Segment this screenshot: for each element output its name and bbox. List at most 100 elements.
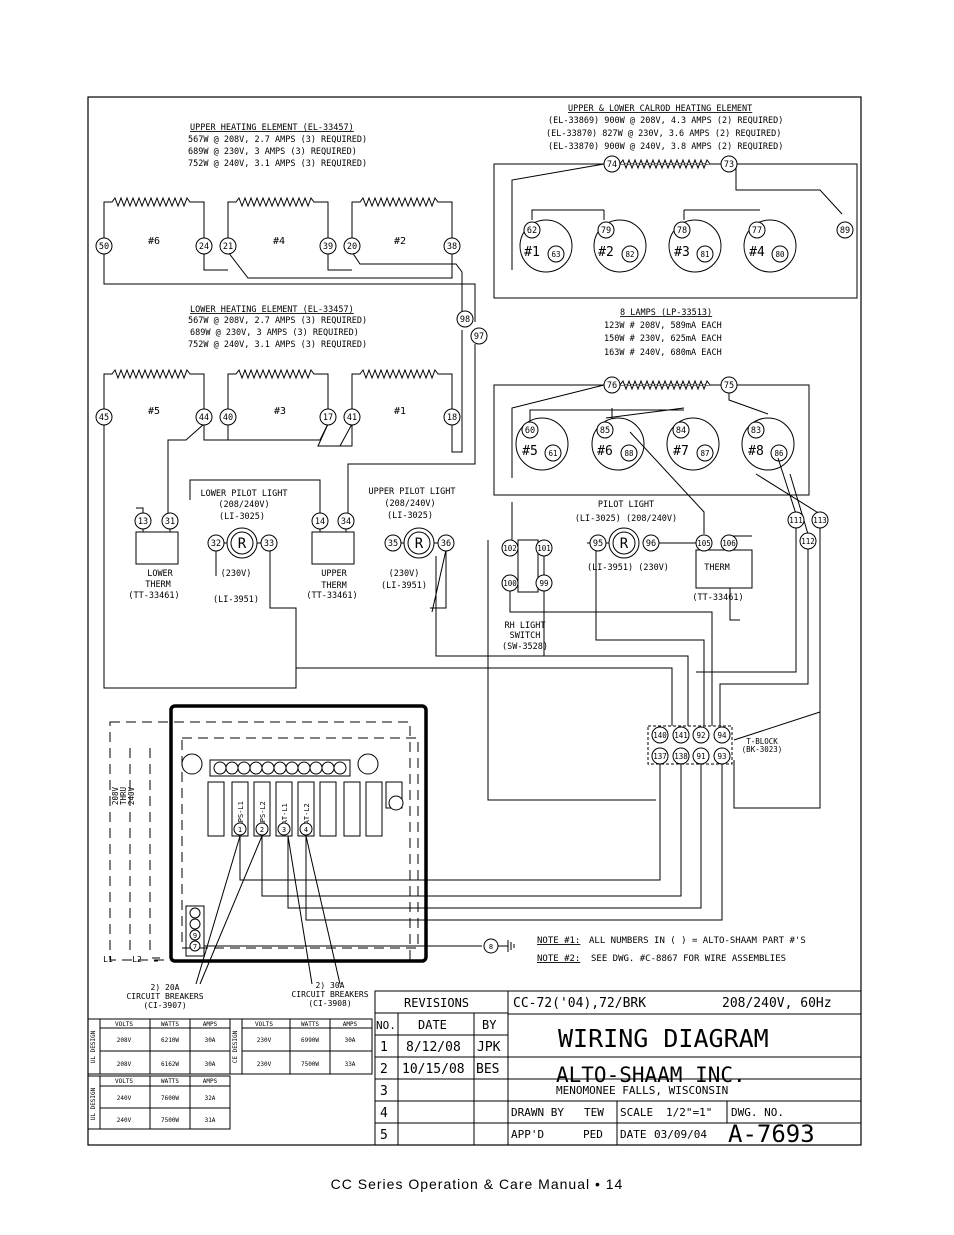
pilot-part: (LI-3951) bbox=[213, 595, 259, 605]
revisions-label: REVISIONS bbox=[404, 996, 469, 1010]
lamps-line: 150W # 230V, 625mA EACH bbox=[604, 334, 722, 344]
calrod-socket: 78 81 #3 bbox=[668, 219, 722, 273]
dwg-label: DWG. NO. bbox=[731, 1106, 784, 1119]
calrod-wiring bbox=[493, 158, 858, 299]
pilot-title: LOWER PILOT LIGHT bbox=[201, 489, 288, 499]
breaker-label: LAMPS-L2 bbox=[259, 801, 267, 835]
breaker-num: 2 bbox=[260, 826, 264, 834]
terminal: 101 bbox=[537, 544, 551, 553]
therm-part: (TT-33461) bbox=[692, 593, 743, 603]
socket-label: #4 bbox=[749, 245, 765, 260]
terminal: 60 bbox=[525, 426, 535, 436]
table-head: VOLTS bbox=[255, 1021, 273, 1028]
table-cell: 6162W bbox=[161, 1061, 179, 1068]
element-label: #4 bbox=[273, 236, 285, 247]
table-cell: 7500W bbox=[301, 1061, 319, 1068]
upper-heat-line: 752W @ 240V, 3.1 AMPS (3) REQUIRED) bbox=[188, 159, 367, 169]
dwg-number: A-7693 bbox=[728, 1120, 815, 1148]
terminal: 50 bbox=[99, 242, 109, 252]
therm-label: THERM bbox=[704, 563, 730, 573]
terminal: 88 bbox=[624, 449, 634, 458]
breaker-text: (CI-3907) bbox=[143, 1001, 186, 1010]
switch-part: (SW-3528) bbox=[502, 642, 548, 652]
right-pilot-light: PILOT LIGHT (LI-3025) (208/240V) 95 R 96… bbox=[575, 500, 677, 573]
appd-label: APP'D bbox=[511, 1128, 544, 1141]
terminal: 89 bbox=[840, 226, 850, 236]
terminal: 100 bbox=[503, 579, 517, 588]
drawing-title: WIRING DIAGRAM bbox=[558, 1024, 769, 1053]
table-cell: 30A bbox=[345, 1037, 356, 1044]
socket-label: #1 bbox=[524, 245, 540, 260]
terminal: 32 bbox=[211, 539, 221, 549]
pilot-sub: (208/240V) bbox=[384, 499, 435, 509]
company-location: MENOMONEE FALLS, WISCONSIN bbox=[556, 1084, 728, 1097]
table-cell: 30A bbox=[205, 1061, 216, 1068]
socket-label: #6 bbox=[597, 444, 613, 459]
socket-label: #3 bbox=[674, 245, 690, 260]
lamps-terminals: 76 75 bbox=[603, 376, 738, 394]
terminal: 78 bbox=[677, 226, 687, 236]
pilot-title: PILOT LIGHT bbox=[598, 500, 654, 510]
notes: NOTE #1: ALL NUMBERS IN ( ) = ALTO-SHAAM… bbox=[537, 936, 806, 964]
terminal: 113 bbox=[813, 516, 827, 525]
spec-table-text: UL DESIGN VOLTS WATTS AMPS 240V 7600W 32… bbox=[90, 1078, 218, 1124]
terminal: 95 bbox=[593, 539, 603, 549]
upper-therm: 14 34 UPPER THERM (TT-33461) bbox=[306, 512, 358, 601]
lower-heat-line: 567W @ 208V, 2.7 AMPS (3) REQUIRED) bbox=[188, 316, 367, 326]
calrod-spec: UPPER & LOWER CALROD HEATING ELEMENT (EL… bbox=[546, 104, 783, 152]
rev-no: 5 bbox=[380, 1128, 388, 1143]
terminal: 34 bbox=[341, 517, 351, 527]
table-cell: 33A bbox=[345, 1061, 356, 1068]
table-cell: 230V bbox=[257, 1037, 272, 1044]
table-head: AMPS bbox=[343, 1021, 358, 1028]
side-terminal: 9 bbox=[193, 932, 197, 940]
terminal: 18 bbox=[447, 413, 457, 423]
table-side: UL DESIGN bbox=[90, 1030, 97, 1063]
terminal: 39 bbox=[323, 242, 333, 252]
terminal: 92 bbox=[696, 731, 705, 740]
calrod-sockets: 62 63 #1 79 82 #2 78 81 #3 77 80 # bbox=[519, 219, 797, 273]
scale-label: SCALE bbox=[620, 1106, 653, 1119]
terminal: 36 bbox=[441, 539, 451, 549]
upper-heat-line: 689W @ 230V, 3 AMPS (3) REQUIRED) bbox=[188, 147, 357, 157]
spec-table bbox=[229, 1018, 373, 1075]
table-head: VOLTS bbox=[115, 1078, 133, 1085]
table-cell: 208V bbox=[117, 1061, 132, 1068]
terminal: 96 bbox=[646, 539, 656, 549]
terminal: 91 bbox=[696, 752, 705, 761]
model-label: CC-72('04),72/BRK bbox=[513, 996, 646, 1011]
terminal: 41 bbox=[347, 413, 357, 423]
control-panel bbox=[109, 704, 482, 985]
lower-heat-title: LOWER HEATING ELEMENT (EL-33457) bbox=[190, 305, 354, 315]
rev-no: 3 bbox=[380, 1084, 388, 1099]
terminal: 86 bbox=[774, 449, 784, 458]
terminal: 33 bbox=[264, 539, 274, 549]
table-cell: 240V bbox=[117, 1117, 132, 1124]
terminal: 141 bbox=[674, 731, 688, 740]
pilot-sub: (LI-3025) bbox=[387, 511, 433, 521]
terminal: 102 bbox=[503, 544, 517, 553]
drawn-value: TEW bbox=[584, 1106, 604, 1119]
upper-heating-labels: #6 #4 #2 bbox=[148, 236, 406, 247]
terminal: 20 bbox=[347, 242, 357, 252]
element-label: #6 bbox=[148, 236, 160, 247]
lamp-socket: 83 86 #8 bbox=[741, 417, 795, 471]
terminal: 45 bbox=[99, 413, 109, 423]
drawn-label: DRAWN BY bbox=[511, 1106, 564, 1119]
date-value: 03/09/04 bbox=[654, 1128, 707, 1141]
therm-label: UPPER bbox=[321, 569, 347, 579]
calrod-socket: 77 80 #4 bbox=[743, 219, 797, 273]
table-cell: 208V bbox=[117, 1037, 132, 1044]
title-block-text: REVISIONS CC-72('04),72/BRK 208/240V, 60… bbox=[376, 996, 832, 1148]
rev-date: 8/12/08 bbox=[406, 1040, 461, 1055]
pilot-r-glyph: R bbox=[415, 536, 424, 552]
upper-pilot-light: UPPER PILOT LIGHT (208/240V) (LI-3025) 3… bbox=[369, 487, 456, 591]
calrod-line: (EL-33870) 827W @ 230V, 3.6 AMPS (2) REQ… bbox=[546, 129, 781, 139]
therm-part: (TT-33461) bbox=[128, 591, 179, 601]
pilot-sub: (208/240V) bbox=[218, 500, 269, 510]
note-tag: NOTE #2: bbox=[537, 954, 580, 964]
terminal: 74 bbox=[607, 160, 617, 170]
spec-table-text: CE DESIGN VOLTS WATTS AMPS 230V 6990W 30… bbox=[232, 1021, 358, 1068]
terminal: 73 bbox=[724, 160, 734, 170]
lower-heating-elements bbox=[103, 330, 476, 689]
